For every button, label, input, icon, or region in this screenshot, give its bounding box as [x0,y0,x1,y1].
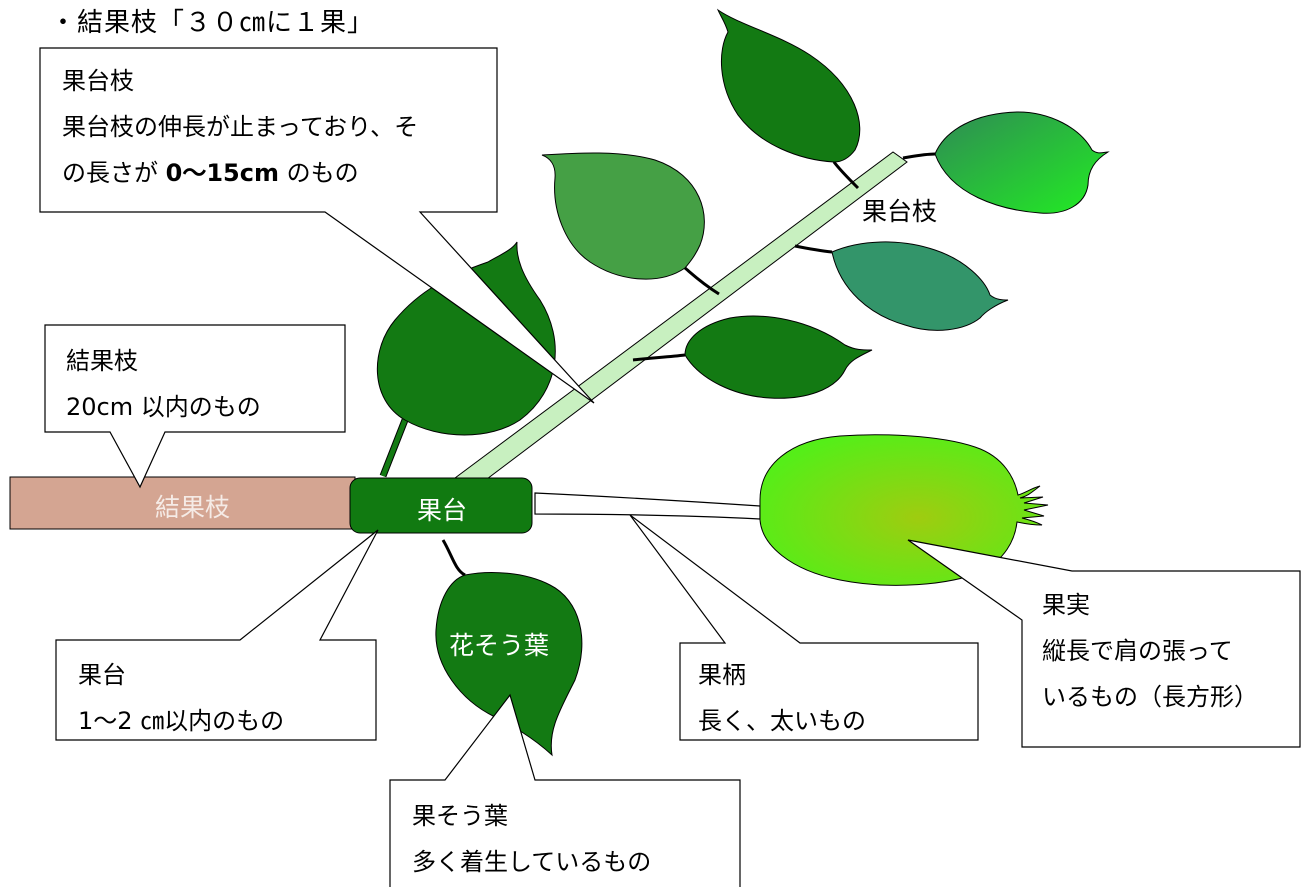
fruit-base-label: 果台 [417,496,468,525]
callout-heading: 果台枝 [62,67,134,95]
callout-fruit [907,539,1301,748]
callout-bearing-shoot [44,324,346,489]
leaf-lower-dark [632,315,873,399]
callout-fruit-cluster-leaf-text: 果そう葉 多く着生しているもの [412,793,651,885]
callout-heading: 結果枝 [66,347,138,375]
callout-fruit-stalk [629,514,979,741]
callout-fruit-stalk-text: 果柄 長く、太いもの [698,652,866,744]
callout-description: 縦長で肩の張って [1042,637,1233,665]
bearing-shoot-branch [9,476,356,530]
callout-description-line3: の長さが 0〜15cm のもの [62,150,418,196]
flower-cluster-leaf [435,539,583,757]
fruit-shape [759,434,1049,586]
leaf-top-dark [716,8,861,190]
callout-description: 果台枝の伸長が止まっており、そ [62,113,419,141]
fruit-cluster-leaf-left [376,241,556,478]
leaf-teal [794,241,1009,331]
bearing-shoot-label: 結果枝 [155,493,231,522]
callout-heading: 果そう葉 [412,802,508,830]
callout-heading: 果台 [78,661,126,689]
callout-text-suffix: のもの [278,159,359,187]
fruit-base-shape [349,477,533,534]
callout-text-prefix: の長さが [62,159,166,187]
callout-description: 長く、太いもの [698,707,866,735]
callout-description: 多く着生しているもの [412,848,652,876]
callout-fruit-spur-shoot [39,47,595,404]
callout-fruit-cluster-leaf [389,693,741,887]
callout-length-range: 0〜15cm [165,159,279,187]
callout-fruit-base-text: 果台 1〜2 ㎝以内のもの [78,652,284,744]
callout-bearing-shoot-text: 結果枝 20cm 以内のもの [66,338,261,430]
page-title: ・結果枝「３０㎝に１果」 [50,8,375,38]
flower-cluster-leaf-label: 花そう葉 [449,631,550,660]
callout-fruit-text: 果実 縦長で肩の張って いるもの（長方形） [1042,582,1258,720]
leaf-medium-green [541,152,720,296]
callout-description: 1〜2 ㎝以内のもの [78,707,285,735]
callout-description-line3: いるもの（長方形） [1042,683,1258,711]
callout-heading: 果実 [1042,591,1090,619]
callout-fruit-base [55,529,379,741]
fruit-stalk [534,492,761,520]
fruit-spur-shoot-label: 果台枝 [862,197,938,226]
callout-heading: 果柄 [698,661,746,689]
callout-fruit-spur-shoot-text: 果台枝 果台枝の伸長が止まっており、そ の長さが 0〜15cm のもの [62,58,418,196]
callout-description: 20cm 以内のもの [66,393,261,421]
leaf-top-right [902,111,1110,214]
